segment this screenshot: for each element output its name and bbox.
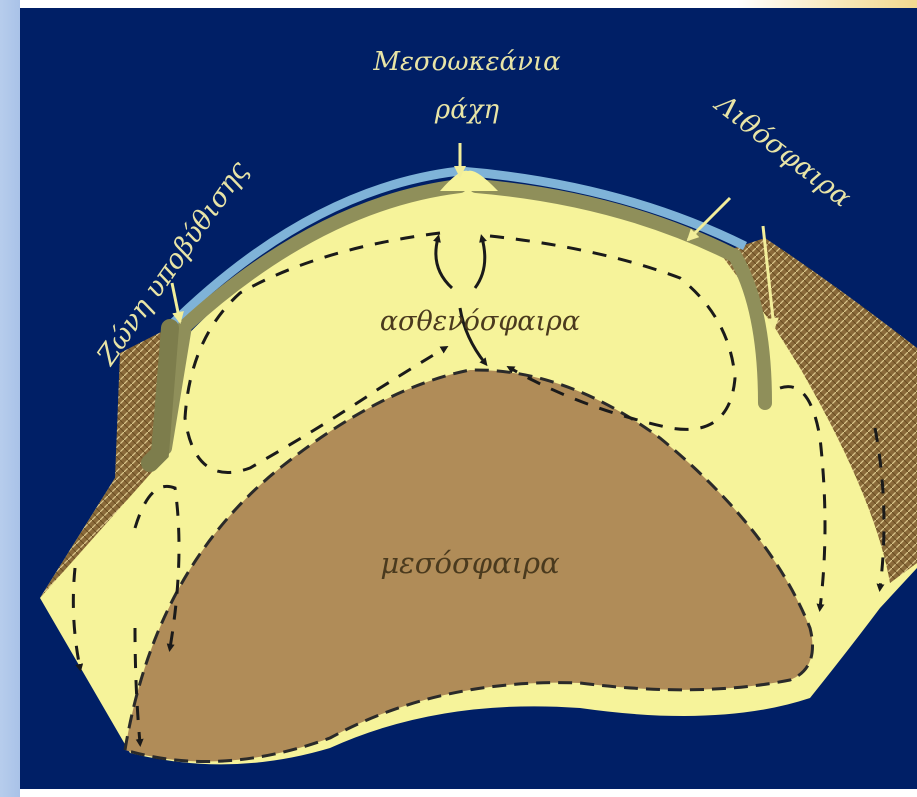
- mesosphere-label: μεσόσφαιρα: [380, 546, 559, 580]
- mantle-convection-diagram: Μεσοωκεάνια ράχη Ζώνη υποβύθισης Λιθόσφα…: [20, 8, 917, 789]
- asthenosphere-label: ασθενόσφαιρα: [380, 306, 580, 337]
- ridge-label-line2: ράχη: [434, 95, 500, 125]
- ridge-label-line1: Μεσοωκεάνια: [372, 47, 561, 77]
